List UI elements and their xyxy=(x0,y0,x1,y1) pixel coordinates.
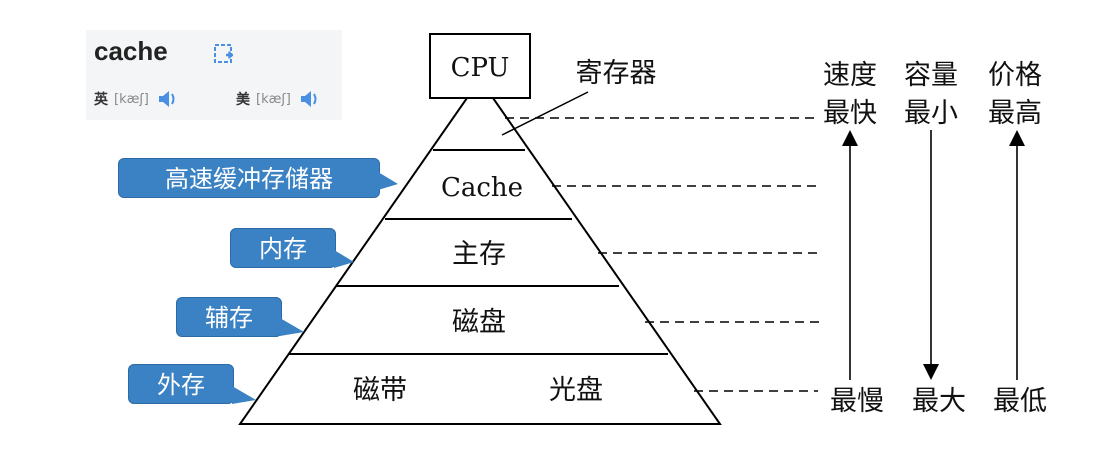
speaker-icon[interactable] xyxy=(299,88,319,110)
level-tape-label: 磁带 xyxy=(353,375,407,406)
pronunciation-uk-label: 英 xyxy=(94,92,108,108)
axis-capacity-bottom-label: 最大 xyxy=(912,386,966,417)
axis-capacity-top-label: 最小 xyxy=(904,98,958,129)
callout-tail xyxy=(334,250,354,268)
callout-auxiliary-memory: 辅存 xyxy=(176,297,282,337)
axis-title-price: 价格 xyxy=(988,60,1042,91)
level-disk-label: 磁盘 xyxy=(452,307,506,338)
axis-price-top-label: 最高 xyxy=(988,98,1042,129)
axis-title-speed: 速度 xyxy=(823,60,877,91)
cpu-box xyxy=(429,33,531,99)
callout-internal-memory: 内存 xyxy=(230,228,336,268)
level-optical-label: 光盘 xyxy=(549,375,603,406)
pronunciation-us-label: 美 xyxy=(236,92,250,108)
cpu-label: CPU xyxy=(451,53,510,83)
pronunciation-uk-ipa: [kæʃ] xyxy=(114,91,149,107)
dictionary-card: cache 英 [kæʃ] 美 [kæʃ] xyxy=(86,30,342,120)
axis-title-capacity: 容量 xyxy=(904,60,958,91)
register-pointer-line xyxy=(501,91,589,136)
pyramid-outline xyxy=(238,97,722,425)
level-main-memory-label: 主存 xyxy=(452,239,506,270)
pronunciation-uk: 英 [kæʃ] xyxy=(94,88,177,110)
callout-cache-memory: 高速缓冲存储器 xyxy=(118,158,380,198)
callout-external-memory: 外存 xyxy=(128,364,234,404)
axis-speed-top-label: 最快 xyxy=(823,98,877,129)
axis-speed-bottom-label: 最慢 xyxy=(830,386,884,417)
register-label: 寄存器 xyxy=(576,58,657,89)
dictionary-word: cache xyxy=(94,36,168,66)
pronunciation-us-ipa: [kæʃ] xyxy=(256,91,291,107)
callout-tail xyxy=(280,318,304,336)
level-cache-label: Cache xyxy=(441,173,523,203)
bookmark-add-icon[interactable] xyxy=(212,42,236,66)
axis-price-bottom-label: 最低 xyxy=(993,386,1047,417)
callout-tail xyxy=(232,386,256,404)
callout-tail xyxy=(378,172,398,190)
pronunciation-us: 美 [kæʃ] xyxy=(236,88,319,110)
speaker-icon[interactable] xyxy=(157,88,177,110)
